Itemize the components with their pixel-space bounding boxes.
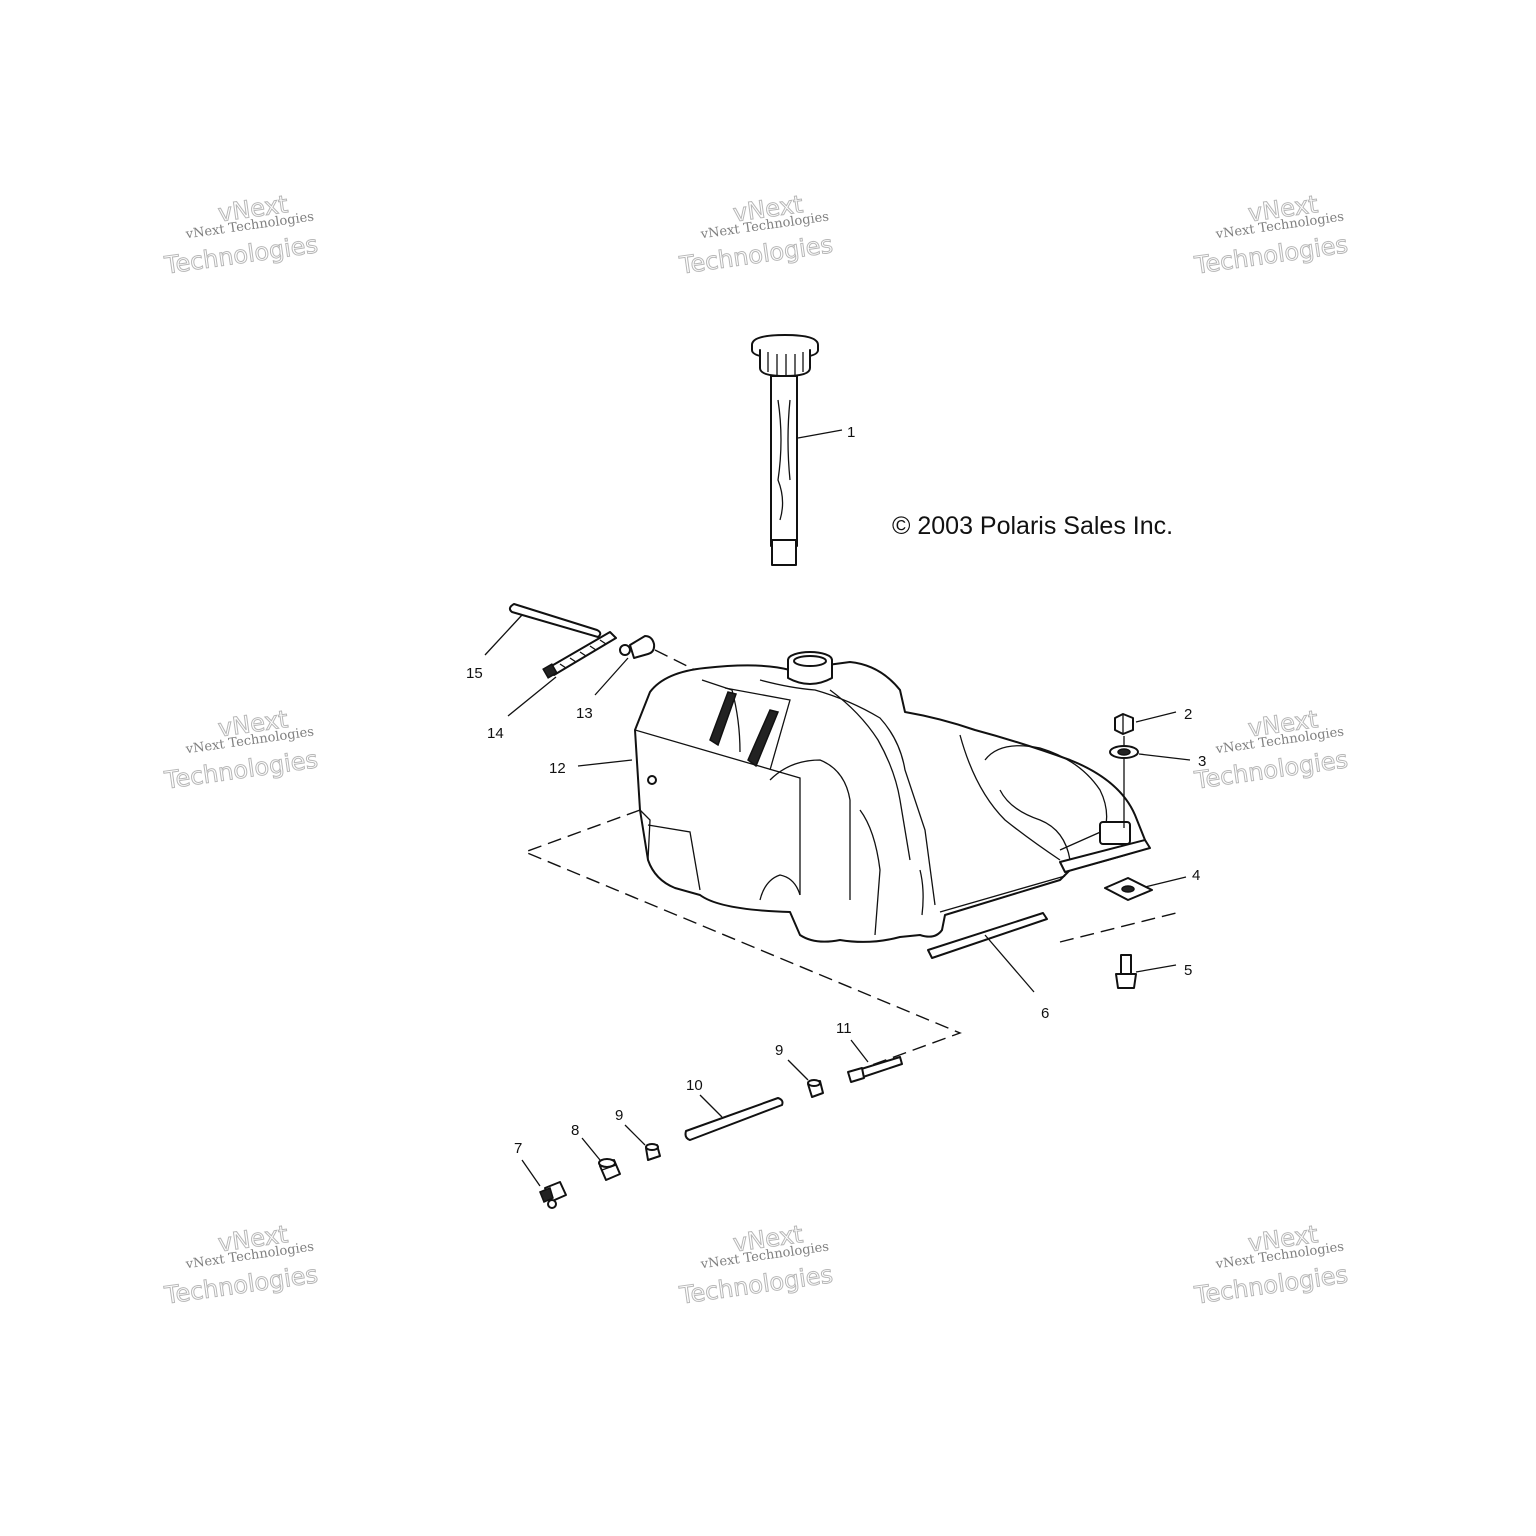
leader-line-11 [850,1039,869,1063]
callout-6: 6 [1041,1005,1049,1022]
part-nut[interactable] [1114,713,1134,735]
leader-line-12 [577,759,633,767]
watermark-top-right: vNext vNext Technologies Technologies [1192,190,1351,281]
callout-12: 12 [549,760,566,777]
part-strap[interactable] [542,631,617,679]
leader-line-7 [521,1159,541,1187]
leader-line-3 [1138,753,1191,761]
callout-8: 8 [571,1122,579,1139]
leader-line-2 [1135,711,1177,723]
leader-line-9-upper [787,1059,809,1081]
callout-13: 13 [576,705,593,722]
leader-line-10 [699,1094,723,1118]
leader-line-15 [484,614,523,656]
callout-1: 1 [847,424,855,441]
copyright-text: © 2003 Polaris Sales Inc. [892,512,1173,540]
leader-line-14 [507,676,557,717]
part-washer[interactable] [1109,745,1139,759]
watermark-top-center: vNext vNext Technologies Technologies [677,190,836,281]
watermark-top-left: vNext vNext Technologies Technologies [162,190,321,281]
leader-line-8 [581,1137,601,1161]
callout-5: 5 [1184,962,1192,979]
leader-line-4 [1144,876,1187,888]
callout-4: 4 [1192,867,1200,884]
callout-11: 11 [836,1020,852,1037]
part-petcock[interactable] [539,1181,567,1209]
watermark-mid-right: vNext vNext Technologies Technologies [1192,705,1351,796]
part-pad[interactable] [1104,877,1153,901]
part-clamp-lower[interactable] [645,1143,661,1161]
callout-9-lower: 9 [615,1107,623,1124]
part-fitting[interactable] [847,1056,903,1083]
part-fuel-gauge[interactable] [751,334,819,566]
callout-3: 3 [1198,753,1206,770]
part-clamp-upper[interactable] [807,1079,824,1098]
leader-line-13 [594,657,629,696]
watermark-bottom-right: vNext vNext Technologies Technologies [1192,1220,1351,1311]
leader-line-9-lower [624,1124,646,1146]
dashed-guide-bottom [523,809,962,1066]
part-vent-valve[interactable] [619,635,656,659]
callout-2: 2 [1184,706,1192,723]
callout-9-upper: 9 [775,1042,783,1059]
leader-line-5 [1135,964,1177,973]
watermark-mid-left: vNext vNext Technologies Technologies [162,705,321,796]
part-vent-hose[interactable] [508,603,602,638]
dashed-guide-6 [1059,911,1181,943]
part-bolt[interactable] [1115,954,1137,989]
leader-line-1 [797,429,843,439]
callout-15: 15 [466,665,483,682]
part-rail[interactable] [927,912,1048,959]
part-grommet[interactable] [598,1158,621,1181]
watermark-bottom-left: vNext vNext Technologies Technologies [162,1220,321,1311]
watermark-bottom-center: vNext vNext Technologies Technologies [677,1220,836,1311]
callout-7: 7 [514,1140,522,1157]
part-fuel-tank[interactable] [634,651,1151,943]
callout-14: 14 [487,725,504,742]
leader-line-6 [984,934,1035,993]
callout-10: 10 [686,1077,703,1094]
part-fuel-line[interactable] [684,1097,784,1141]
